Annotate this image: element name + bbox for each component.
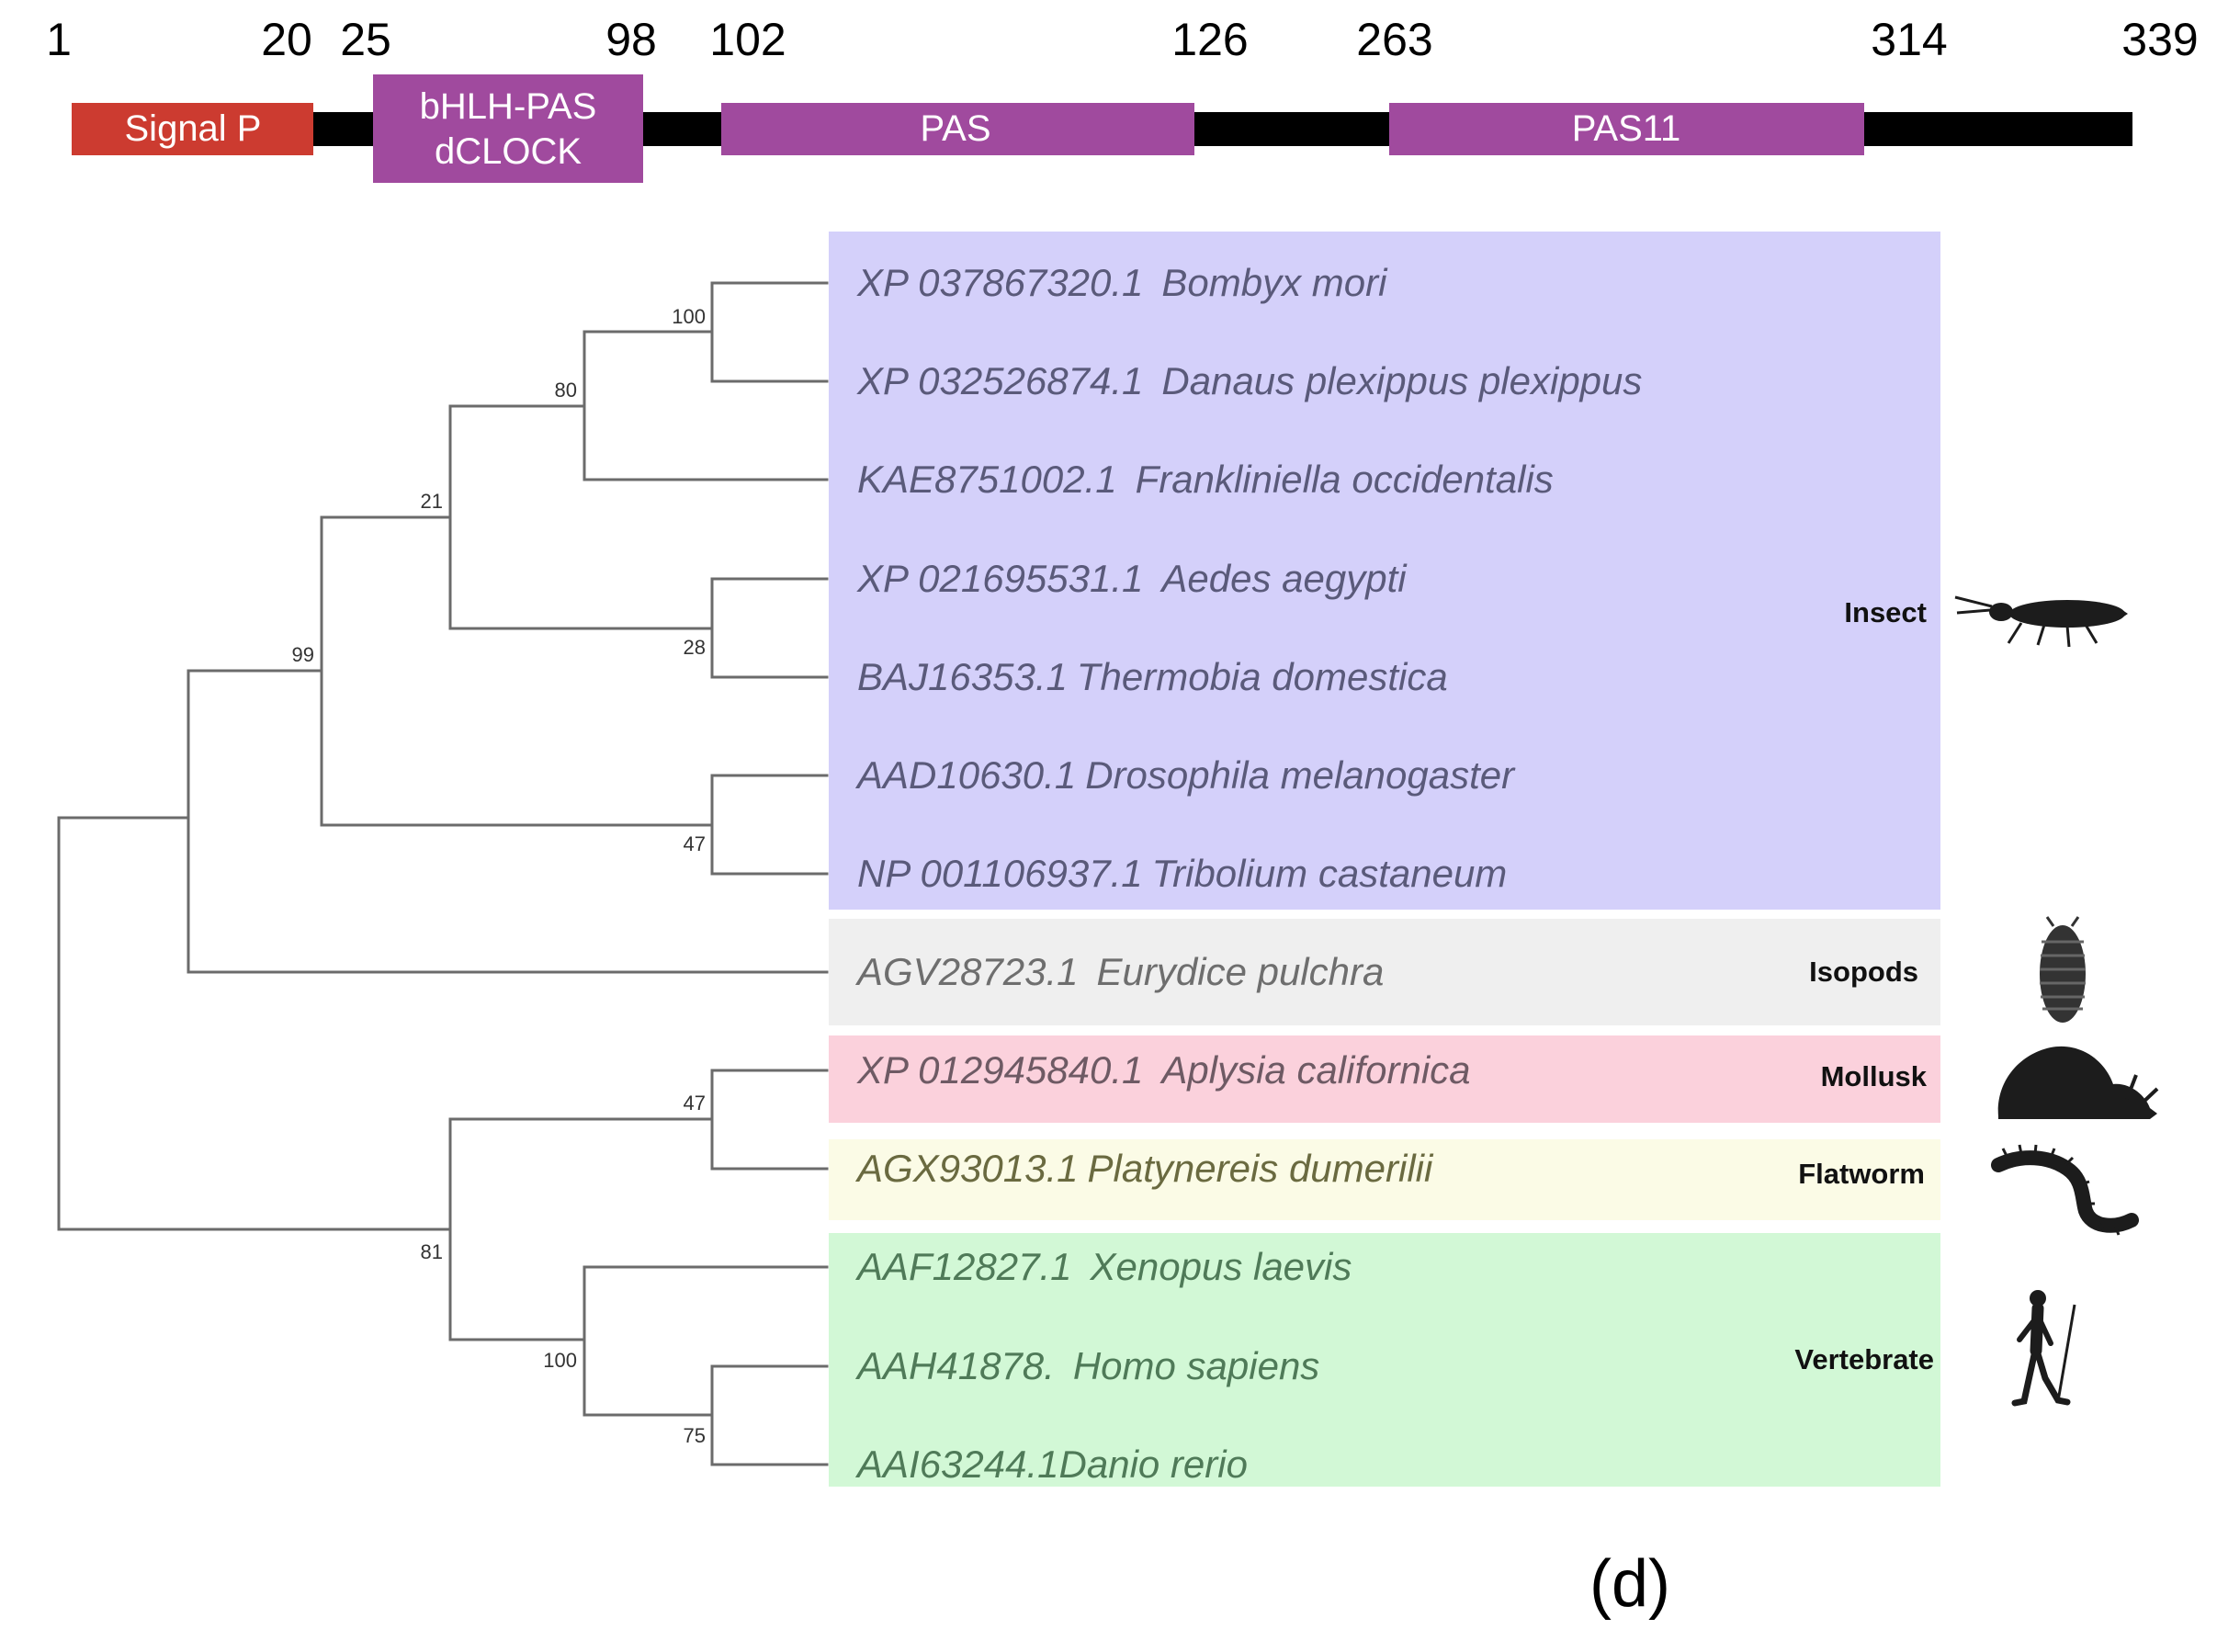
pas-domain [721,103,1194,155]
pas11-domain [1389,103,1864,155]
group-label-flatworm: Flatworm [1798,1158,1925,1190]
bootstrap-value: 100 [672,305,706,328]
bootstrap-values: 100 80 21 28 99 47 47 81 100 75 [292,305,706,1447]
bhlh-pas-label-line2: dCLOCK [435,131,582,172]
position-label-98: 98 [605,14,657,65]
mollusk-icon [1997,1046,2159,1119]
bootstrap-value: 28 [684,636,706,659]
clade-boxes [829,232,1940,1487]
position-label-20: 20 [261,14,312,65]
group-label-vertebrate: Vertebrate [1794,1343,1934,1375]
mollusk-box [829,1035,1940,1123]
position-label-25: 25 [340,14,391,65]
signal-p-domain [72,103,313,155]
taxon-label: AAH41878.Homo sapiens [854,1344,1319,1387]
panel-label: (d) [1589,1547,1670,1621]
position-label-102: 102 [709,14,786,65]
bootstrap-value: 21 [421,490,443,513]
bootstrap-value: 99 [292,643,314,666]
position-label-339: 339 [2121,14,2198,65]
signal-p-label: Signal P [125,108,262,149]
bootstrap-value: 81 [421,1240,443,1263]
group-label-isopods: Isopods [1809,956,1918,988]
insect-box [829,232,1940,910]
human-icon [2011,1290,2076,1407]
bootstrap-value: 47 [684,832,706,855]
flatworm-icon [1991,1144,2139,1236]
bootstrap-value: 47 [684,1092,706,1115]
isopod-icon [2040,916,2086,1023]
vertebrate-box [829,1233,1940,1487]
pas-label: PAS [920,108,990,149]
bootstrap-value: 80 [555,379,577,402]
group-label-insect: Insect [1844,596,1927,628]
bootstrap-value: 100 [543,1349,577,1372]
bhlh-pas-label-line1: bHLH-PAS [420,86,597,127]
bhlh-pas-domain [373,74,643,183]
insect-icon [1954,595,2128,648]
taxon-label: AAI63244.1Danio rerio [854,1443,1248,1486]
domain-architecture: 1 20 25 98 102 126 263 314 339 Signal P … [46,14,2199,183]
position-label-1: 1 [46,14,72,65]
group-label-mollusk: Mollusk [1821,1060,1928,1092]
position-label-263: 263 [1356,14,1432,65]
isopods-box [829,919,1940,1025]
flatworm-box [829,1139,1940,1220]
bootstrap-value: 75 [684,1424,706,1447]
phylogenetic-tree [57,281,829,1466]
group-labels: Insect Isopods Mollusk Flatworm Vertebra… [1794,596,1934,1375]
position-label-126: 126 [1171,14,1248,65]
pas11-label: PAS11 [1572,108,1681,149]
position-label-314: 314 [1871,14,1947,65]
